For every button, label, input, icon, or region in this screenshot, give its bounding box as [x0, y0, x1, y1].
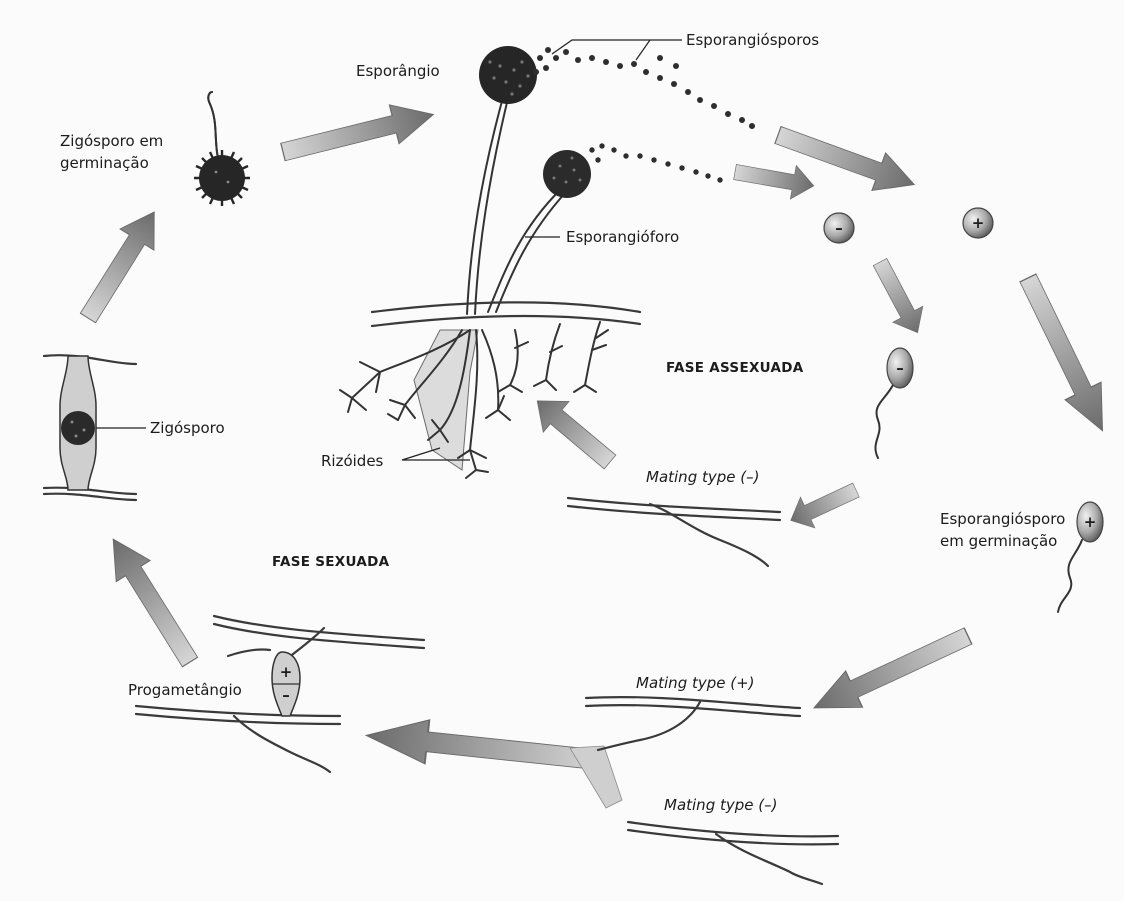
sporangium-large	[479, 46, 537, 104]
germinating-spore-minus: –	[875, 348, 913, 458]
spore-minus-sign: –	[835, 219, 843, 237]
arrow-germination-to-mating-minus	[784, 475, 864, 536]
label-esporangio: Esporângio	[356, 62, 440, 80]
leader-lines	[96, 40, 682, 460]
rhizoid-shading	[414, 330, 478, 470]
progametangium-plus-sign: +	[280, 663, 293, 681]
label-progametangio: Progametângio	[128, 681, 242, 699]
label-mating-type-plus: Mating type (+)	[636, 674, 755, 692]
arrow-zygospore-to-germination	[71, 201, 171, 328]
spore-plus-sign: +	[972, 214, 985, 232]
arrow-minus-to-germination	[865, 254, 933, 341]
label-fase-sexuada: FASE SEXUADA	[272, 554, 390, 570]
label-zigosporo-germinacao-line2: germinação	[60, 154, 149, 172]
progametangium-minus-sign: –	[282, 686, 290, 704]
label-zigosporo: Zigósporo	[150, 419, 225, 437]
spore-minus: –	[824, 213, 854, 243]
label-zigosporo-germinacao-line1: Zigósporo em	[60, 132, 163, 150]
sporangiophore-tall	[467, 90, 510, 314]
label-mating-type-minus-top: Mating type (–)	[646, 468, 759, 486]
label-esporangiosporo-germinacao-line1: Esporangiósporo	[940, 510, 1065, 528]
sporangiophore-short	[488, 190, 566, 312]
label-esporangiosporo-germinacao-line2: em germinação	[940, 532, 1057, 550]
arrow-progametangium-to-zygospore	[96, 528, 207, 672]
arrow-zygospore-to-sporangium	[278, 95, 438, 171]
label-esporangiosporos: Esporangiósporos	[686, 31, 819, 49]
label-fase-assexuada: FASE ASSEXUADA	[666, 360, 804, 376]
arrow-spores-to-minus	[732, 155, 817, 202]
label-esporangioforo: Esporangióforo	[566, 228, 679, 246]
spore-plus: +	[963, 208, 993, 238]
arrow-plus-germination-to-mating-plus	[805, 618, 976, 726]
mating-hypha-minus-top	[568, 498, 780, 566]
mating-hypha-minus-bottom	[628, 822, 838, 884]
sporangium-small	[543, 150, 591, 198]
label-rizoides: Rizóides	[321, 452, 384, 470]
label-mating-type-minus-bottom: Mating type (–)	[664, 796, 777, 814]
germinating-minus-sign: –	[896, 359, 904, 377]
germinating-plus-sign: +	[1084, 513, 1097, 531]
germinating-zygospore	[194, 92, 250, 206]
arrow-mating-to-progametangium	[364, 714, 622, 808]
mating-hypha-plus	[586, 697, 800, 750]
arrow-plus-to-germination	[1010, 269, 1120, 439]
arrow-mating-minus-to-mycelium	[524, 386, 622, 478]
